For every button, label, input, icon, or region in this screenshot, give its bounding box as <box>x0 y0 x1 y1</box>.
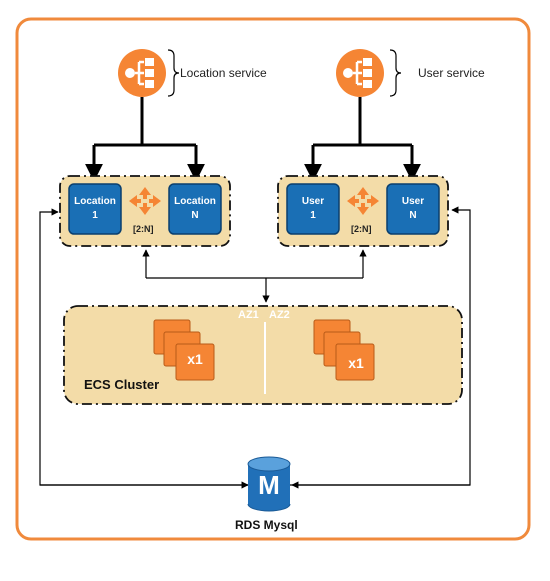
task-index: N <box>191 210 199 221</box>
task-index: N <box>409 210 417 221</box>
task-user-1 <box>286 183 340 235</box>
lb-connectors <box>85 97 421 182</box>
brace <box>167 49 180 97</box>
task-name: Location <box>74 196 116 207</box>
task-name: User <box>301 196 325 207</box>
task-location-1 <box>68 183 122 235</box>
outer-frame <box>15 17 531 541</box>
load-balancer-icon <box>334 47 386 99</box>
task-index: 1 <box>310 210 316 221</box>
task-user-1-label: User 1 <box>288 195 338 223</box>
task-name: Location <box>174 196 216 207</box>
load-balancer-icon <box>116 47 168 99</box>
ecs-cluster-label: ECS Cluster <box>84 377 160 392</box>
task-location-1-label: Location 1 <box>70 195 120 223</box>
task-name: User <box>401 196 425 207</box>
instance-count-left: x1 <box>187 351 203 367</box>
task-user-n <box>386 183 440 235</box>
group-connectors <box>142 249 367 303</box>
az1-label: AZ1 <box>238 309 259 321</box>
task-user-n-label: User N <box>388 195 438 223</box>
brace <box>389 49 402 97</box>
rds-mysql-icon <box>247 456 291 512</box>
task-index: 1 <box>92 210 98 221</box>
instance-count-right: x1 <box>348 355 364 371</box>
database-label: RDS Mysql <box>235 518 298 532</box>
location-scaling-label: [2:N] <box>133 224 154 234</box>
rds-glyph: M <box>258 470 280 500</box>
user-scaling-label: [2:N] <box>351 224 372 234</box>
task-location-n <box>168 183 222 235</box>
user-service-label: User service <box>418 66 485 80</box>
db-connectors <box>39 206 471 489</box>
location-service-label: Location service <box>180 66 267 80</box>
task-location-n-label: Location N <box>170 195 220 223</box>
az2-label: AZ2 <box>269 309 290 321</box>
